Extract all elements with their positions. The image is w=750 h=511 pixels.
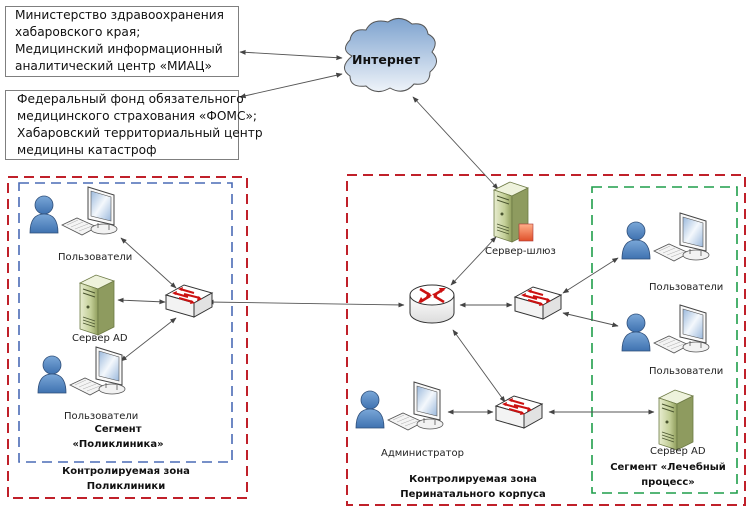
- polyclinic-server-ad-label: Сервер AD: [72, 333, 128, 344]
- external-box-foms-line: медицинского страхования «ФОМС»;: [17, 109, 258, 123]
- segment-medical-border: [591, 186, 738, 494]
- link-switch-left-users-top: [120, 237, 177, 289]
- polyclinic-zone-label-line: Контролируемая зона: [62, 466, 190, 477]
- link-switch-right-users-bottom: [562, 311, 619, 328]
- admin-icon: [355, 381, 444, 431]
- admin-label: Администратор: [381, 448, 464, 459]
- link-box1-internet: [239, 49, 343, 61]
- link-box2-internet: [239, 72, 343, 99]
- external-box-foms-line: Хабаровский территориальный центр: [17, 126, 263, 140]
- gateway-server-icon: [493, 181, 534, 243]
- internet-label: Интернет: [352, 52, 421, 67]
- link-internet-gateway: [412, 96, 499, 190]
- link-gateway-router: [450, 236, 497, 286]
- medical-server-ad-label: Сервер AD: [650, 446, 706, 457]
- medical-segment-label: Сегмент «Лечебный процесс»: [598, 460, 738, 490]
- polyclinic-segment-label-line: Сегмент: [94, 424, 142, 435]
- external-box-foms-line: медицины катастроф: [17, 143, 157, 157]
- external-box-ministry-line: Медицинский информационный: [15, 42, 223, 56]
- external-box-ministry-line: Министерство здравоохранения: [15, 8, 224, 22]
- perinatal-switch-right-icon: [514, 286, 562, 320]
- router-icon: [408, 283, 456, 325]
- perinatal-switch-bottom-icon: [495, 395, 543, 429]
- polyclinic-users-bottom-label: Пользователи: [64, 411, 139, 422]
- perinatal-zone-label-line: Контролируемая зона: [409, 474, 537, 485]
- link-switch-left-server: [117, 297, 166, 305]
- link-switch-right-users-top: [562, 257, 619, 294]
- link-switch-left-users-bottom: [120, 317, 177, 362]
- external-box-foms-line: Федеральный фонд обязательного: [17, 92, 244, 106]
- internet-cloud-icon: [344, 18, 437, 92]
- polyclinic-users-top-icon: [29, 186, 118, 236]
- zone-perinatal-border: [346, 174, 746, 506]
- link-router-switch-bottom: [452, 329, 506, 403]
- polyclinic-zone-label-line: Поликлиники: [86, 481, 166, 492]
- medical-server-ad-icon: [658, 389, 694, 451]
- medical-users-top-icon: [621, 212, 710, 262]
- medical-users-bottom-icon: [621, 304, 710, 354]
- polyclinic-server-ad-icon: [79, 274, 115, 336]
- perinatal-zone-label: Контролируемая зона Перинатального корпу…: [398, 472, 548, 502]
- medical-segment-label-line: Сегмент «Лечебный: [610, 462, 726, 473]
- polyclinic-zone-label: Контролируемая зона Поликлиники: [56, 464, 196, 494]
- segment-polyclinic-border: [18, 182, 233, 463]
- external-box-ministry-line: хабаровского края;: [15, 25, 141, 39]
- medical-segment-label-line: процесс»: [641, 477, 695, 488]
- external-box-ministry: Министерство здравоохранения хабаровског…: [5, 6, 239, 77]
- polyclinic-users-bottom-icon: [37, 346, 126, 396]
- zone-polyclinic-border: [7, 176, 248, 499]
- external-box-foms: Федеральный фонд обязательного медицинск…: [5, 90, 263, 160]
- polyclinic-switch-icon: [165, 284, 213, 318]
- polyclinic-segment-label: Сегмент «Поликлиника»: [58, 422, 178, 452]
- external-box-ministry-line: аналитический центр «МИАЦ»: [15, 59, 212, 73]
- medical-users-bottom-label: Пользователи: [649, 366, 724, 377]
- perinatal-zone-label-line: Перинатального корпуса: [400, 489, 546, 500]
- polyclinic-users-top-label: Пользователи: [58, 252, 133, 263]
- medical-users-top-label: Пользователи: [649, 282, 724, 293]
- gateway-server-label: Сервер-шлюз: [485, 246, 556, 257]
- polyclinic-segment-label-line: «Поликлиника»: [72, 439, 164, 450]
- link-switch-left-router: [207, 299, 405, 308]
